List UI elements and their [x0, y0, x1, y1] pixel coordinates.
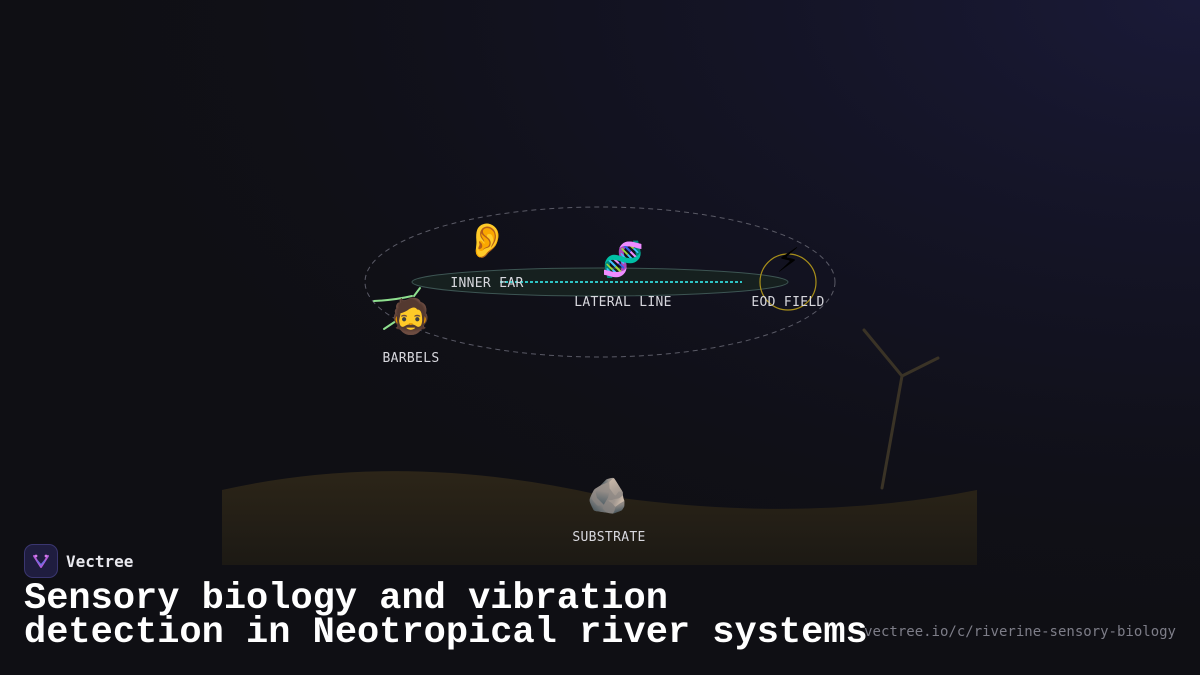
barbels-lines — [373, 287, 421, 330]
brand: Vectree — [24, 544, 133, 578]
source-url[interactable]: vectree.io/c/riverine-sensory-biology — [864, 624, 1176, 640]
dna-icon: 🧬 — [601, 240, 645, 280]
sensory-range-ellipse — [364, 206, 836, 358]
eod-field-ring — [759, 253, 817, 311]
node-label-barbels: BARBELS — [382, 351, 440, 366]
ear-icon: 👂 — [465, 221, 509, 261]
rock-icon: 🪨 — [586, 476, 630, 516]
brand-name: Vectree — [66, 551, 134, 571]
substrate-bed — [222, 471, 977, 565]
vectree-logo-icon — [24, 544, 58, 578]
branch-twig — [862, 328, 940, 490]
bearded-face-icon: 🧔 — [389, 297, 433, 337]
node-label-lateral-line: LATERAL LINE — [574, 295, 672, 310]
node-label-eod-field: EOD FIELD — [751, 295, 825, 310]
page-title: Sensory biology and vibration detection … — [24, 578, 868, 654]
lightning-icon: ⚡ — [776, 241, 800, 281]
node-label-substrate: SUBSTRATE — [572, 530, 646, 545]
node-label-inner-ear: INNER EAR — [450, 276, 524, 291]
